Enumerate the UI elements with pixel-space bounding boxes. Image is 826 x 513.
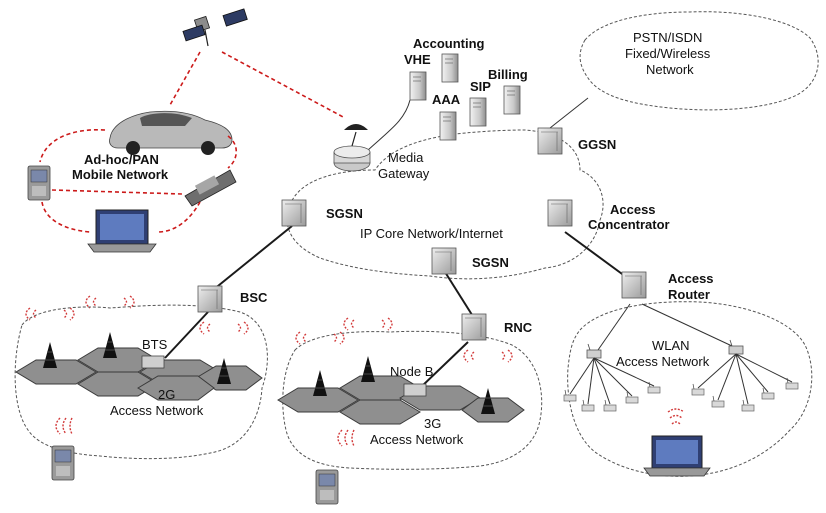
adhoc-laptop-icon [87,209,157,253]
aaa-server [439,111,457,141]
pstn-label-line3: Network [646,62,694,77]
adhoc-link-phone-pda [51,189,183,195]
wlan-label-line1: WLAN [652,338,690,353]
wlan-laptop-icon [643,435,711,477]
link-sgsn-rnc [444,271,475,319]
access-concentrator-label-line2: Concentrator [588,217,670,232]
access-concentrator-label-line1: Access [610,202,656,217]
media-gateway-label-line1: Media [388,150,424,165]
media-gateway-icon [333,124,371,172]
wlan-label-line2: Access Network [616,354,710,369]
link-servers-gateway [367,99,411,151]
3g-tower-mid [343,317,393,383]
billing-label: Billing [488,67,528,82]
pstn-network-cloud [579,11,819,111]
car-icon [109,110,233,155]
vhe-label: VHE [404,52,431,67]
rnc-label: RNC [504,320,533,335]
sgsn-mid-node [431,247,457,275]
adhoc-phone-icon [27,165,51,201]
rnc-node [461,313,487,341]
satellite-link-gateway [221,51,346,119]
bts-box [141,355,165,369]
access-concentrator-node [547,199,573,227]
link-rnc-nodeb [419,341,469,389]
media-gateway-label-line2: Gateway [378,166,430,181]
pstn-label-line1: PSTN/ISDN [633,30,702,45]
2g-access-cloud [14,304,268,460]
ip-core-network-cloud [286,129,604,280]
node-b-box [403,383,427,397]
2g-label-line1: 2G [158,387,175,402]
satellite-icon [182,8,248,47]
adhoc-label-line1: Ad-hoc/PAN [84,152,159,167]
3g-label-line2: Access Network [370,432,464,447]
satellite-link-car [169,51,201,106]
ggsn-label: GGSN [578,137,616,152]
sip-label: SIP [470,79,491,94]
ggsn-node [537,127,563,155]
3g-access-cloud [282,330,543,470]
link-router-ap-right [641,303,733,347]
sgsn-top-label: SGSN [326,206,363,221]
2g-tower-left [25,307,75,369]
wlan-ap-left [586,343,602,359]
2g-phone-signal [55,417,73,435]
access-router-label-line2: Router [668,287,710,302]
2g-cell-grid [15,347,263,401]
node-b-label: Node B [390,364,433,379]
sip-server [469,97,487,127]
bsc-node [197,285,223,313]
link-router-ap-left [597,303,631,351]
pstn-label-line2: Fixed/Wireless [625,46,711,61]
wlan-laptop-signal [667,408,685,425]
access-router-label-line1: Access [668,271,714,286]
adhoc-label-line2: Mobile Network [72,167,169,182]
billing-server [503,85,521,115]
bts-label: BTS [142,337,168,352]
wlan-links [569,353,793,405]
adhoc-link-car-phone [39,129,106,163]
link-ggsn-pstn [549,97,589,129]
wlan-clients [563,377,799,412]
adhoc-link-pda-laptop [157,201,201,233]
access-router-node [621,271,647,299]
3g-phone-signal [337,429,355,447]
bsc-label: BSC [240,290,268,305]
wlan-ap-right [728,339,744,355]
link-sgsn-bsc [212,225,293,291]
adhoc-pda-icon [184,169,237,207]
aaa-label: AAA [432,92,461,107]
link-bsc-bts [164,311,209,359]
sgsn-mid-label: SGSN [472,255,509,270]
sgsn-top-node [281,199,307,227]
3g-phone-icon [315,469,339,505]
2g-phone-icon [51,445,75,481]
3g-tower-left [295,331,345,397]
3g-label-line1: 3G [424,416,441,431]
accounting-label: Accounting [413,36,485,51]
2g-label-line2: Access Network [110,403,204,418]
ip-core-label: IP Core Network/Internet [360,226,503,241]
adhoc-link-car-pda [227,135,238,169]
adhoc-link-phone-laptop [41,201,91,233]
vhe-server [409,71,427,101]
accounting-server [441,53,459,83]
